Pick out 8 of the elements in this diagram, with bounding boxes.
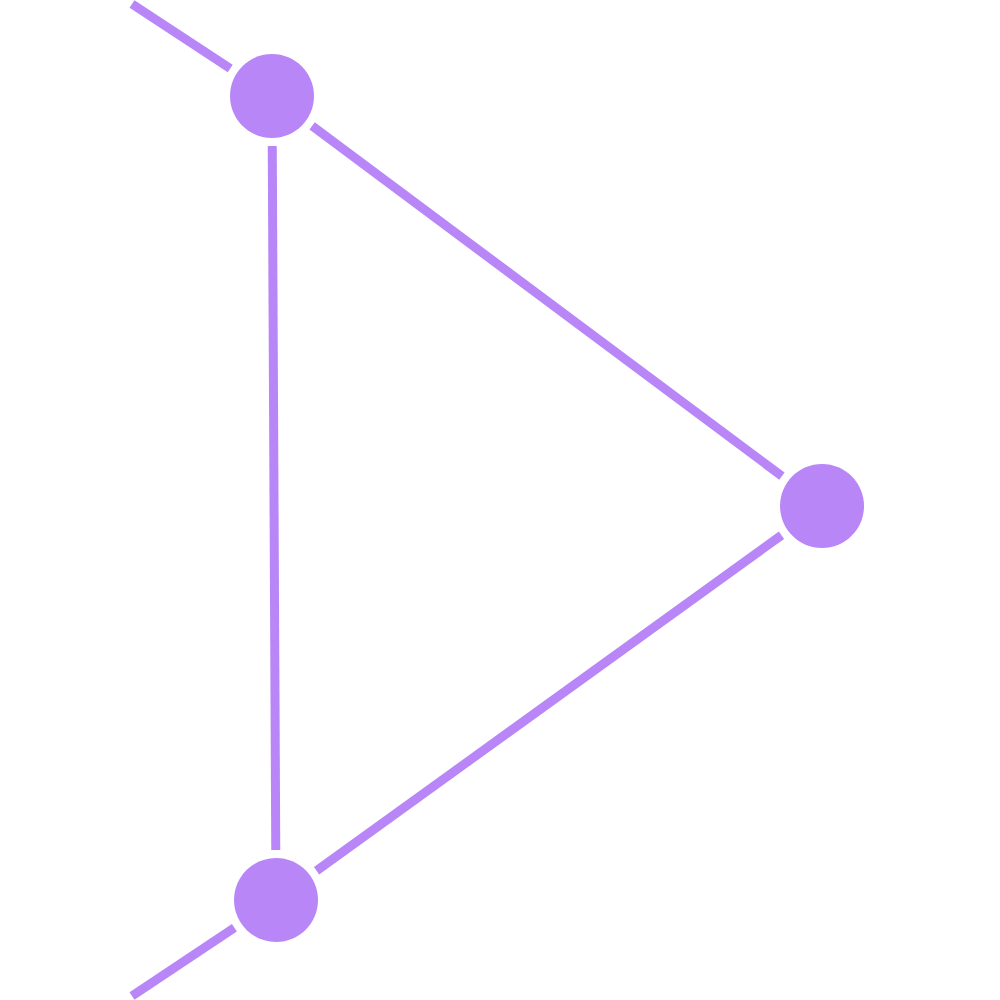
line [309, 122, 785, 480]
line [129, 0, 233, 73]
circle-node [780, 464, 864, 548]
line [313, 531, 785, 875]
line [129, 924, 237, 1000]
line [267, 146, 281, 851]
circle-node [230, 54, 314, 138]
circle-node [234, 858, 318, 942]
